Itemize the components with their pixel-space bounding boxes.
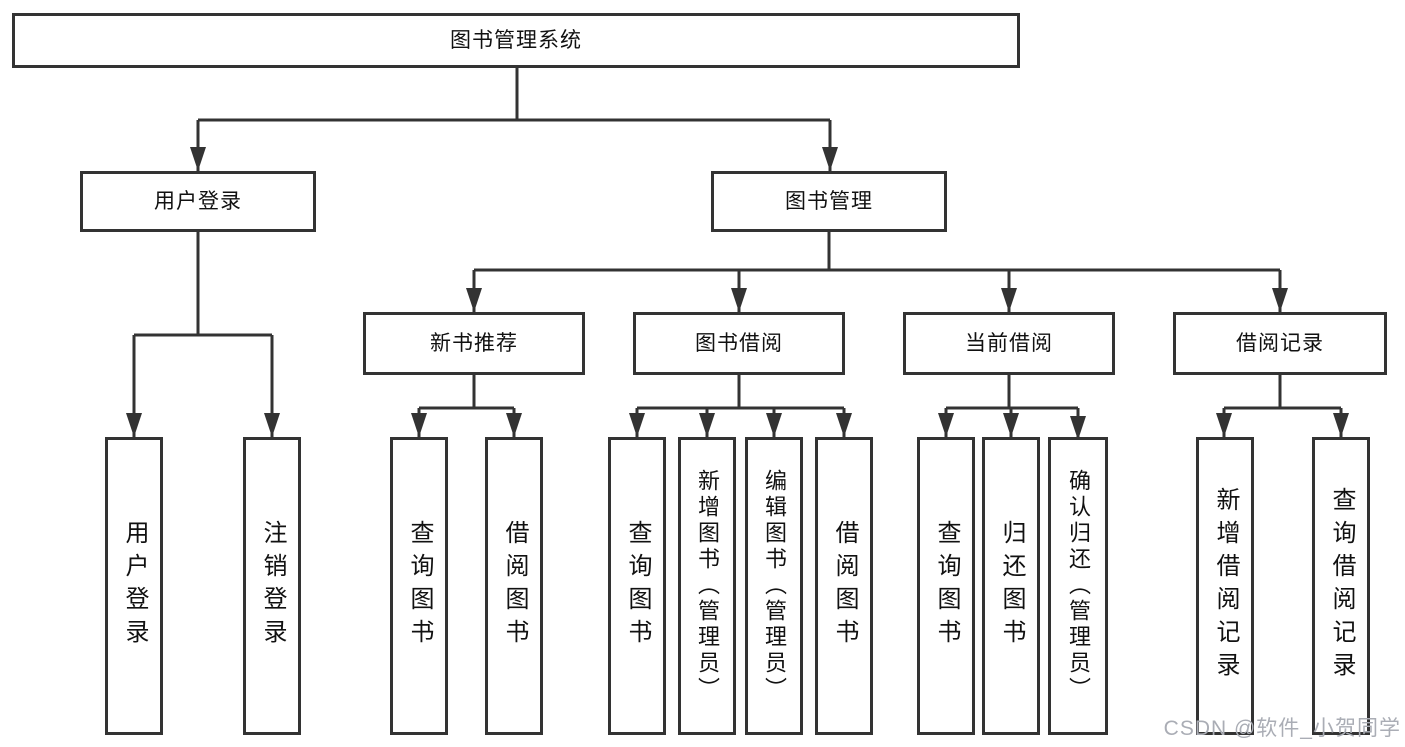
node-book-borrowing: 图书借阅 [633, 312, 845, 375]
leaf-return-books-label: 归还图书 [998, 520, 1025, 652]
leaf-borrow-books-label: 借阅图书 [831, 520, 858, 652]
leaf-logout: 注销登录 [243, 437, 301, 735]
leaf-query-books-borrow-label: 查询图书 [624, 520, 651, 652]
leaf-query-books-borrow: 查询图书 [608, 437, 666, 735]
leaf-borrow-books-newbook: 借阅图书 [485, 437, 543, 735]
leaf-add-borrow-record-label: 新增借阅记录 [1212, 487, 1239, 685]
leaf-query-borrow-record: 查询借阅记录 [1312, 437, 1370, 735]
node-current-borrowing: 当前借阅 [903, 312, 1115, 375]
leaf-query-books-current-label: 查询图书 [933, 520, 960, 652]
leaf-borrow-books: 借阅图书 [815, 437, 873, 735]
node-root-system: 图书管理系统 [12, 13, 1020, 68]
csdn-watermark: CSDN @软件_小贺同学 [1163, 717, 1401, 740]
node-user-login: 用户登录 [80, 171, 316, 232]
leaf-confirm-return-admin-label: 确认归还（管理员） [1066, 469, 1091, 703]
node-book-management-label: 图书管理 [785, 190, 873, 213]
leaf-user-login-label: 用户登录 [121, 520, 148, 652]
leaf-user-login: 用户登录 [105, 437, 163, 735]
leaf-query-borrow-record-label: 查询借阅记录 [1328, 487, 1355, 685]
node-borrowing-records: 借阅记录 [1173, 312, 1387, 375]
leaf-confirm-return-admin: 确认归还（管理员） [1048, 437, 1108, 735]
leaf-add-books-admin: 新增图书（管理员） [678, 437, 736, 735]
leaf-add-borrow-record: 新增借阅记录 [1196, 437, 1254, 735]
node-borrowing-records-label: 借阅记录 [1236, 332, 1324, 355]
node-user-login-label: 用户登录 [154, 190, 242, 213]
leaf-return-books: 归还图书 [982, 437, 1040, 735]
leaf-query-books-newbook-label: 查询图书 [406, 520, 433, 652]
node-new-book-recommend-label: 新书推荐 [430, 332, 518, 355]
node-current-borrowing-label: 当前借阅 [965, 332, 1053, 355]
node-book-management: 图书管理 [711, 171, 947, 232]
leaf-query-books-newbook: 查询图书 [390, 437, 448, 735]
node-new-book-recommend: 新书推荐 [363, 312, 585, 375]
leaf-logout-label: 注销登录 [259, 520, 286, 652]
leaf-edit-books-admin-label: 编辑图书（管理员） [762, 469, 787, 703]
leaf-add-books-admin-label: 新增图书（管理员） [695, 469, 720, 703]
node-root-label: 图书管理系统 [450, 29, 582, 52]
leaf-edit-books-admin: 编辑图书（管理员） [745, 437, 803, 735]
leaf-query-books-current: 查询图书 [917, 437, 975, 735]
leaf-borrow-books-newbook-label: 借阅图书 [501, 520, 528, 652]
node-book-borrowing-label: 图书借阅 [695, 332, 783, 355]
